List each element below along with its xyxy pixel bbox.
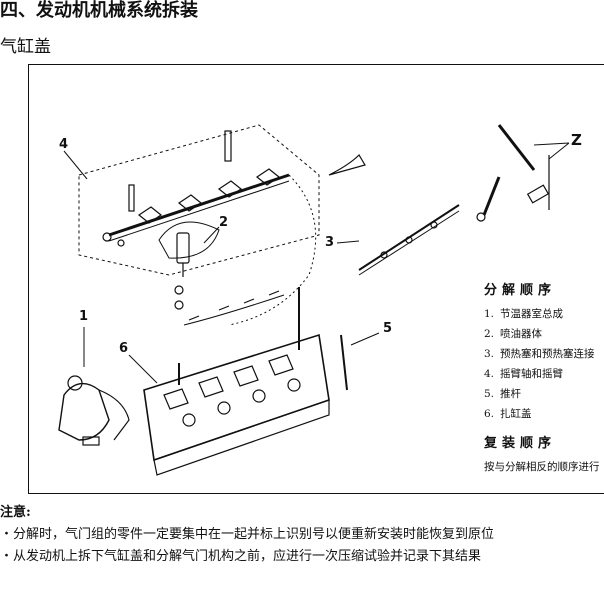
step-text: 摇臂轴和摇臂 — [500, 368, 563, 380]
exploded-view-figure: 1 2 3 4 5 6 Z 分解顺序 1. 节温器室总成 2. 喷油器体 3. 预热塞… — [28, 64, 604, 494]
rocker-shaft-assembly — [102, 130, 290, 247]
note-line: ・从发动机上拆下气缸盖和分解气门机构之前，应进行一次压缩试验并记录下其结果 — [0, 549, 482, 564]
step-number: 3. — [484, 348, 495, 360]
callout-5: 5 — [383, 321, 393, 336]
note-line: ・分解时，气门组的零件一定要集中在一起并标上识别号以便重新安装时能恢复到原位 — [0, 527, 495, 542]
step-text: 节温器室总成 — [500, 308, 563, 320]
step-text: 预热塞和预热塞连接 — [500, 348, 595, 360]
step-item: 3. 预热塞和预热塞连接 — [484, 344, 604, 364]
pushrod — [340, 334, 348, 391]
assembly-title: 复装顺序 — [484, 436, 557, 451]
callout-1: 1 — [79, 309, 89, 324]
rocker-tray-outline — [78, 124, 320, 276]
callout-6: 6 — [119, 341, 129, 356]
leader-4 — [63, 150, 88, 180]
step-number: 5. — [484, 388, 495, 400]
sequence-panel: 分解顺序 1. 节温器室总成 2. 喷油器体 3. 预热塞和预热塞连接 4. 摇臂轴和摇… — [484, 281, 604, 477]
step-item: 1. 节温器室总成 — [484, 304, 604, 324]
injector-nozzle — [476, 124, 550, 222]
leader-z — [533, 142, 570, 160]
notes-title: 注意: — [0, 505, 31, 520]
section-title: 四、发动机机械系统拆装 — [0, 0, 198, 21]
step-item: 5. 推杆 — [484, 384, 604, 404]
step-item: 6. 扎缸盖 — [484, 404, 604, 424]
head-bolts — [174, 285, 300, 385]
glow-plugs-row — [183, 290, 285, 326]
callout-2: 2 — [219, 215, 229, 230]
step-number: 6. — [484, 408, 495, 420]
leader-5 — [350, 332, 380, 346]
step-number: 1. — [484, 308, 495, 320]
disassembly-title: 分解顺序 — [484, 283, 557, 298]
glow-plug-wiring — [228, 154, 460, 326]
step-number: 2. — [484, 328, 495, 340]
notes-section: 注意: ・分解时，气门组的零件一定要集中在一起并标上识别号以便重新安装时能恢复到… — [0, 502, 604, 568]
sub-title: 气缸盖 — [0, 37, 51, 57]
step-text: 喷油器体 — [500, 328, 542, 340]
injector-holder — [158, 221, 220, 277]
leader-6 — [128, 354, 158, 384]
assembly-text: 按与分解相反的顺序进行 — [484, 461, 600, 473]
step-text: 推杆 — [500, 388, 521, 400]
cylinder-head — [143, 333, 330, 476]
callout-3: 3 — [325, 235, 335, 250]
step-text: 扎缸盖 — [500, 408, 532, 420]
step-number: 4. — [484, 368, 495, 380]
disassembly-steps: 1. 节温器室总成 2. 喷油器体 3. 预热塞和预热塞连接 4. 摇臂轴和摇臂 5. 推… — [484, 304, 604, 424]
cylinder-head-exploded-drawing — [58, 124, 570, 476]
thermostat-housing — [58, 375, 130, 446]
step-item: 2. 喷油器体 — [484, 324, 604, 344]
leader-3 — [336, 240, 360, 244]
leader-2 — [203, 226, 220, 244]
callout-z: Z — [571, 131, 582, 149]
step-item: 4. 摇臂轴和摇臂 — [484, 364, 604, 384]
callout-4: 4 — [59, 137, 69, 152]
